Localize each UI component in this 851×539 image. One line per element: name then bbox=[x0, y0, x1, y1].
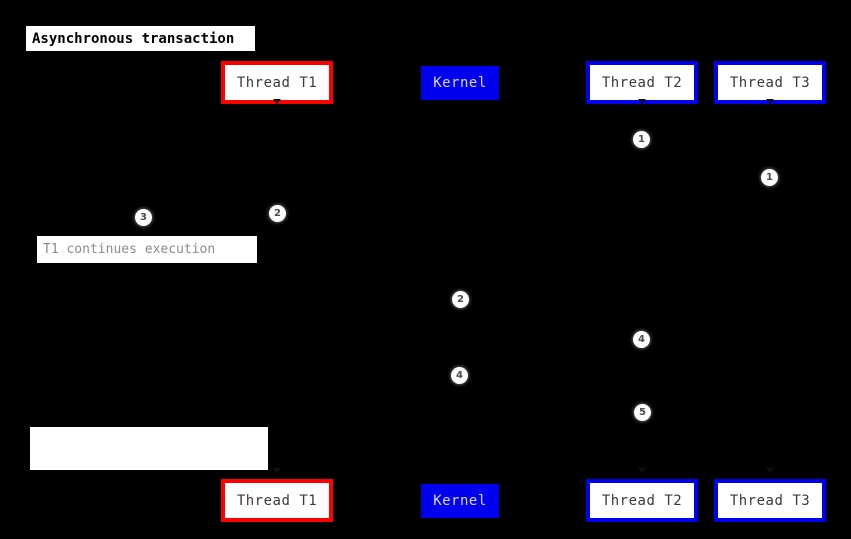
lifeline-label: Thread T3 bbox=[729, 492, 811, 509]
lifeline-arrowhead-icon bbox=[638, 468, 646, 473]
step-marker-4: 4 bbox=[451, 367, 468, 384]
lifeline-arrowhead-icon bbox=[273, 99, 281, 104]
lifeline-label: Thread T1 bbox=[236, 492, 318, 509]
lifeline-head-bottom-kernel[interactable]: Kernel bbox=[421, 484, 499, 518]
lifeline-label: Thread T2 bbox=[601, 74, 683, 91]
empty-note-box bbox=[30, 427, 268, 470]
lifeline-label: Thread T1 bbox=[236, 74, 318, 91]
lifeline-label: Thread T2 bbox=[601, 492, 683, 509]
lifeline-head-bottom-thread-t3[interactable]: Thread T3 bbox=[714, 479, 826, 522]
step-marker-4: 4 bbox=[633, 331, 650, 348]
diagram-title-text: Asynchronous transaction bbox=[32, 30, 235, 47]
lifeline-arrowhead-icon bbox=[638, 99, 646, 104]
lifeline-head-bottom-thread-t2[interactable]: Thread T2 bbox=[586, 479, 698, 522]
lifeline-arrowhead-icon bbox=[273, 468, 281, 473]
note-box: T1 continues execution bbox=[37, 236, 257, 263]
lifeline-head-top-thread-t2[interactable]: Thread T2 bbox=[586, 61, 698, 104]
lifeline-head-bottom-thread-t1[interactable]: Thread T1 bbox=[221, 479, 333, 522]
step-marker-3: 3 bbox=[135, 209, 152, 226]
lifeline-label: Kernel bbox=[433, 493, 487, 509]
lifeline-arrowhead-icon bbox=[766, 468, 774, 473]
step-marker-1: 1 bbox=[761, 169, 778, 186]
step-marker-2: 2 bbox=[269, 205, 286, 222]
lifeline-label: Thread T3 bbox=[729, 74, 811, 91]
lifeline-head-top-thread-t3[interactable]: Thread T3 bbox=[714, 61, 826, 104]
lifeline-head-top-kernel[interactable]: Kernel bbox=[421, 66, 499, 100]
lifeline-arrowhead-icon bbox=[766, 99, 774, 104]
lifeline-head-top-thread-t1[interactable]: Thread T1 bbox=[221, 61, 333, 104]
diagram-title-box: Asynchronous transaction bbox=[26, 26, 255, 51]
lifeline-label: Kernel bbox=[433, 75, 487, 91]
note-text: T1 continues execution bbox=[43, 242, 216, 257]
step-marker-2: 2 bbox=[452, 291, 469, 308]
step-marker-1: 1 bbox=[633, 131, 650, 148]
step-marker-5: 5 bbox=[634, 404, 651, 421]
